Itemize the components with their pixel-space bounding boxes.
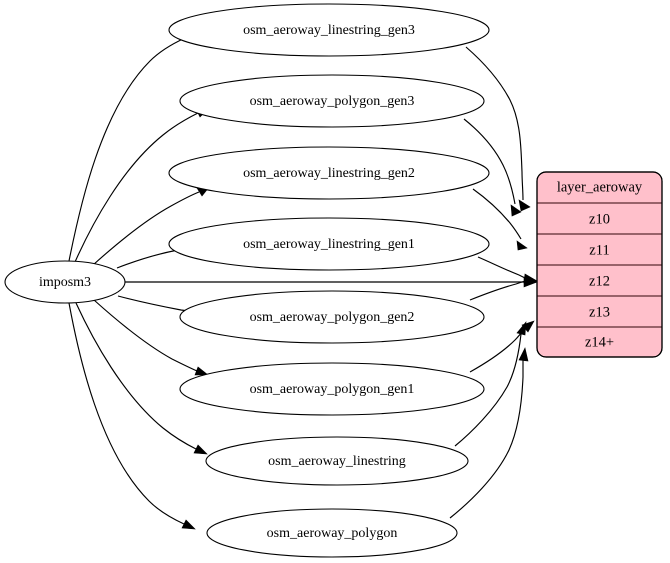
node-osm_aeroway_polygon-label: osm_aeroway_polygon: [267, 526, 398, 541]
edge-osm_aeroway_linestring-to-layer_aeroway-z13: [454, 321, 527, 447]
edge-osm_aeroway_linestring_gen3-to-layer_aeroway-z10: [465, 46, 531, 212]
edge-osm_aeroway_polygon_gen2-to-layer_aeroway-z12: [469, 276, 538, 301]
node-osm_aeroway_polygon_gen1[interactable]: osm_aeroway_polygon_gen1: [179, 362, 485, 416]
node-osm_aeroway_polygon_gen3-label: osm_aeroway_polygon_gen3: [250, 94, 415, 109]
layer_aeroway-row-z13-label: z13: [589, 304, 610, 320]
node-osm_aeroway_polygon_gen1-label: osm_aeroway_polygon_gen1: [250, 382, 415, 397]
node-osm_aeroway_linestring_gen3-label: osm_aeroway_linestring_gen3: [243, 23, 415, 38]
edge-imposm3-to-osm_aeroway_polygon_gen1: [93, 299, 209, 376]
edge-imposm3-to-osm_aeroway_polygon: [68, 302, 196, 530]
node-osm_aeroway_polygon[interactable]: osm_aeroway_polygon: [206, 508, 458, 558]
edge-imposm3-to-osm_aeroway_linestring_gen3: [68, 32, 197, 262]
layer_aeroway-header-label: layer_aeroway: [557, 179, 643, 195]
node-osm_aeroway_polygon_gen2-label: osm_aeroway_polygon_gen2: [250, 310, 415, 325]
node-osm_aeroway_linestring-label: osm_aeroway_linestring: [268, 454, 406, 469]
node-imposm3[interactable]: imposm3: [4, 260, 126, 304]
layer_aeroway-row-z11-label: z11: [589, 242, 609, 258]
layer_aeroway-outline: [536, 171, 663, 358]
node-osm_aeroway_linestring_gen3[interactable]: osm_aeroway_linestring_gen3: [168, 3, 490, 57]
edge-imposm3-to-layer_aeroway-z12: [124, 276, 538, 288]
edge-imposm3-to-osm_aeroway_linestring: [75, 302, 208, 455]
node-imposm3-label: imposm3: [39, 275, 91, 290]
edge-osm_aeroway_polygon-to-layer_aeroway-z14: [449, 347, 529, 519]
edge-osm_aeroway_linestring_gen2-to-layer_aeroway-z11: [472, 188, 528, 251]
node-osm_aeroway_polygon_gen3[interactable]: osm_aeroway_polygon_gen3: [179, 74, 485, 128]
edge-group-tables-to-layer: [449, 46, 538, 519]
node-osm_aeroway_linestring_gen1[interactable]: osm_aeroway_linestring_gen1: [168, 217, 490, 271]
layer_aeroway-row-z10-label: z10: [589, 211, 610, 227]
node-osm_aeroway_polygon_gen2[interactable]: osm_aeroway_polygon_gen2: [179, 290, 485, 344]
layer_aeroway-row-z14-label: z14+: [585, 334, 614, 350]
node-osm_aeroway_linestring_gen2[interactable]: osm_aeroway_linestring_gen2: [168, 146, 490, 200]
edge-osm_aeroway_polygon_gen3-to-layer_aeroway-z10: [463, 118, 522, 217]
node-osm_aeroway_linestring_gen2-label: osm_aeroway_linestring_gen2: [243, 166, 415, 181]
node-layer_aeroway[interactable]: layer_aeroway z10 z11 z12 z13 z14+: [536, 171, 663, 358]
node-osm_aeroway_linestring[interactable]: osm_aeroway_linestring: [205, 436, 469, 486]
node-osm_aeroway_linestring_gen1-label: osm_aeroway_linestring_gen1: [243, 237, 415, 252]
layer_aeroway-row-z12-label: z12: [589, 273, 610, 289]
